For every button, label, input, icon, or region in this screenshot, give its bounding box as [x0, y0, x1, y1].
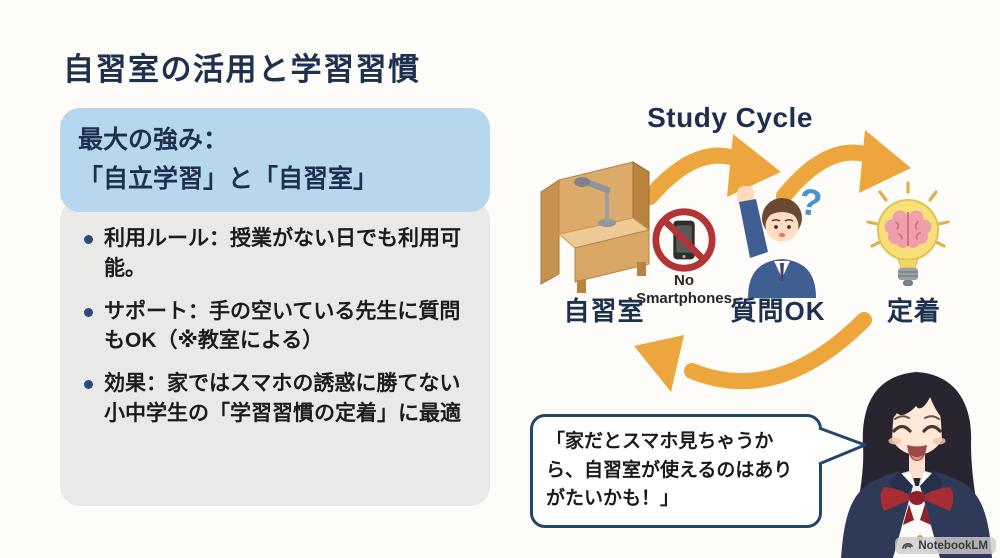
study-carrel-illustration — [540, 161, 651, 293]
strength-heading-line2: 「自立学習」と「自習室」 — [78, 164, 379, 193]
student-raising-hand-illustration — [737, 186, 816, 298]
list-item: サポート：手の空いている先生に質問もOK（※教室による） — [84, 297, 470, 357]
arrowhead-return-icon — [634, 335, 684, 392]
bullet-dot-icon — [84, 235, 93, 244]
speech-bubble-tail — [818, 426, 867, 466]
notebooklm-watermark: NotebookLM — [895, 537, 996, 554]
bullet-dot-icon — [84, 380, 93, 390]
lightbulb-brain-icon — [866, 181, 950, 286]
no-smartphones-label: No Smartphones — [636, 272, 732, 307]
bullet-dot-icon — [84, 307, 93, 317]
speech-bubble-text: 「家だとスマホ見ちゃうから、自習室が使えるのはありがたいかも！」 — [546, 431, 793, 509]
bullet-text: サポート：手の空いている先生に質問もOK（※教室による） — [104, 299, 461, 353]
notebooklm-logo-icon — [902, 543, 914, 549]
label-questions-ok: 質問OK — [730, 296, 826, 326]
study-cycle-title: Study Cycle — [647, 102, 813, 133]
bullet-text: 利用ルール：授業がない日でも利用可能。 — [104, 227, 461, 280]
list-item: 利用ルール：授業がない日でも利用可能。 — [84, 224, 470, 284]
speech-bubble: 「家だとスマホ見ちゃうから、自習室が使えるのはありがたいかも！」 — [530, 414, 822, 528]
strength-card-body: 利用ルール：授業がない日でも利用可能。 サポート：手の空いている先生に質問もOK… — [60, 200, 490, 506]
strength-card-header: 最大の強み： 「自立学習」と「自習室」 — [60, 108, 490, 212]
page-title: 自習室の活用と学習習慣 — [63, 52, 421, 87]
strength-heading-line1: 最大の強み： — [78, 126, 229, 154]
desk-lamp-icon — [574, 177, 616, 227]
red-bow-icon — [880, 487, 954, 525]
bullet-text: 効果：家ではスマホの誘惑に勝てない小中学生の「学習習慣の定着」に最適 — [104, 372, 461, 426]
list-item: 効果：家ではスマホの誘惑に勝てない小中学生の「学習習慣の定着」に最適 — [84, 369, 470, 429]
no-smartphones-icon — [652, 208, 716, 272]
watermark-label: NotebookLM — [918, 539, 988, 552]
label-retention: 定着 — [886, 296, 941, 326]
label-study-room: 自習室 — [563, 296, 645, 326]
